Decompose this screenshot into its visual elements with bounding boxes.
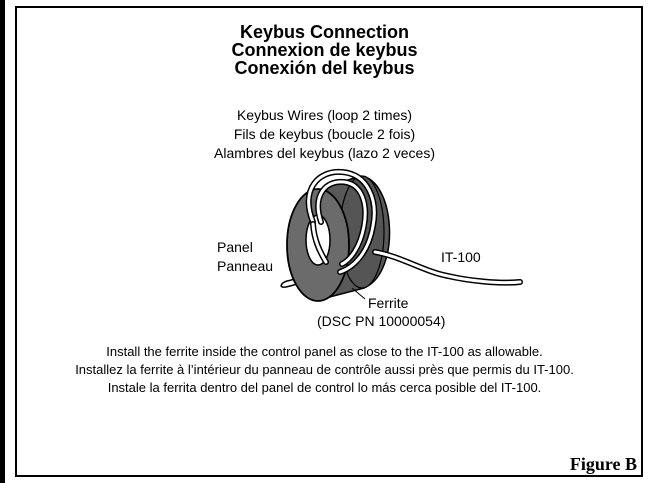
install-french: Installez la ferrite à l’intérieur du pa… [75,362,574,377]
title-block: Keybus Connection Connexion de keybus Co… [0,23,649,77]
ferrite-leader-line [351,287,366,300]
figure-label: Figure B [569,454,637,474]
left-margin-rule [0,0,5,483]
figure-frame [15,6,643,477]
wire-label-spanish: Alambres del keybus (lazo 2 veces) [214,145,435,161]
label-panel: Panel [217,239,253,255]
wire-through-hole-fill [311,222,328,264]
label-panneau: Panneau [217,258,274,274]
install-english: Install the ferrite inside the control p… [106,344,543,359]
title-french: Connexion de keybus [231,40,418,60]
wire-label-french: Fils de keybus (boucle 2 fois) [233,126,416,142]
install-spanish: Instale la ferrita dentro del panel de c… [107,380,542,395]
label-ferrite: Ferrite [368,295,409,311]
wire-loop-outer-fill [307,170,376,274]
title-english: Keybus Connection [239,22,409,42]
title-spanish: Conexión del keybus [234,58,415,78]
install-instructions: Install the ferrite inside the control p… [0,343,649,397]
wire-label-block: Keybus Wires (loop 2 times) Fils de keyb… [0,106,649,163]
label-it100: IT-100 [441,249,481,265]
wire-label-english: Keybus Wires (loop 2 times) [236,107,413,123]
it100-wire-fill [373,250,522,285]
label-ferrite-part-number: (DSC PN 10000054) [317,313,446,329]
wire-loop-inner-fill [316,180,367,266]
